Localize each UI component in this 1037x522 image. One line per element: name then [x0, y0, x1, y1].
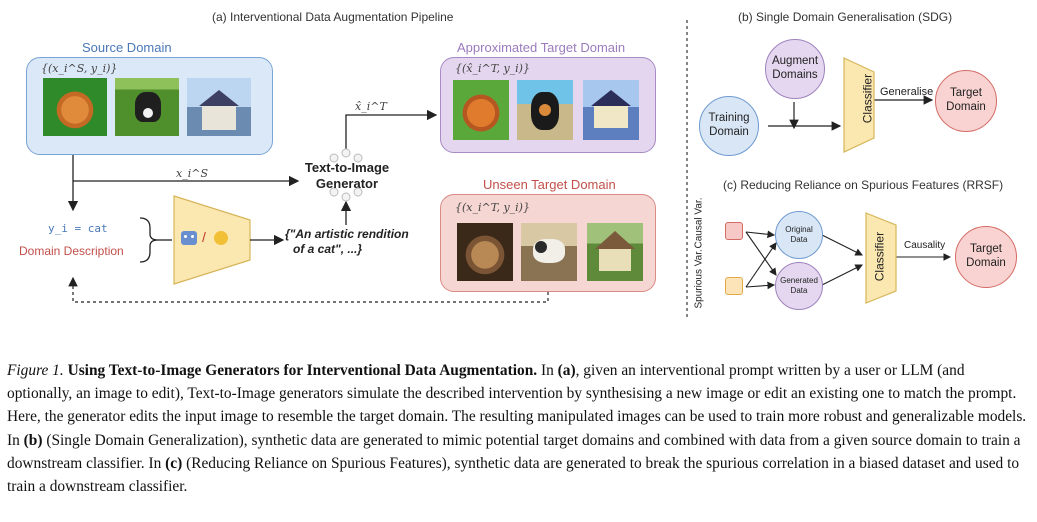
caption-c: (c): [165, 454, 183, 472]
causal-var-label: Causal Var.: [693, 197, 705, 249]
causal-line-1: Causal: [693, 217, 705, 249]
panel-a-title: (a) Interventional Data Augmentation Pip…: [212, 10, 454, 24]
caption-a: (a): [557, 362, 576, 379]
caption-text-2: , given an interventional prompt written…: [7, 362, 1027, 449]
llm-funnel: [173, 195, 251, 285]
caption-text-1: In: [537, 362, 558, 379]
caption-title: Using Text-to-Image Generators for Inter…: [67, 362, 538, 379]
unseen-domain-math: {(x_i^T, y_i)}: [455, 201, 530, 214]
panel-c-target-line-1: Target: [970, 243, 1002, 256]
approx-dog-image: [517, 80, 573, 140]
panel-b-title: (b) Single Domain Generalisation (SDG): [738, 10, 953, 24]
panel-b-classifier-label: Classifier: [860, 73, 875, 124]
training-line-2: Domain: [709, 126, 749, 138]
panel-a-connectors: [67, 20, 688, 318]
source-domain-math: {(x_i^S, y_i)}: [41, 62, 118, 75]
source-domain-title: Source Domain: [82, 40, 172, 55]
caption-fig-label: Figure 1.: [7, 362, 64, 379]
augment-line-2: Domains: [772, 69, 818, 81]
xhat-label: x̂_i^T: [355, 100, 387, 113]
panel-c-target-line-2: Domain: [966, 257, 1006, 269]
prompt-line-2: of a cat", ...}: [293, 242, 363, 256]
unseen-house-painting: [587, 223, 643, 281]
approx-domain-math: {(x̂_i^T, y_i)}: [455, 62, 530, 75]
generator-label-1: Text-to-Image: [304, 160, 390, 175]
prompt-line-1: {"An artistic rendition: [285, 227, 409, 241]
slash-separator: /: [202, 229, 206, 245]
panel-b-target-line-1: Target: [950, 87, 982, 100]
source-cat-image: [43, 78, 107, 136]
generator-label-2: Generator: [315, 176, 379, 191]
unseen-target-domain-box: {(x_i^T, y_i)}: [440, 194, 656, 292]
spurious-line-1: Spurious: [693, 269, 705, 309]
training-line-1: Training: [708, 112, 750, 125]
causal-line-2: Var.: [693, 197, 705, 215]
approx-target-domain-title: Approximated Target Domain: [457, 40, 626, 55]
unseen-dog-painting: [521, 223, 577, 281]
augment-line-1: Augment: [771, 55, 819, 68]
caption-b: (b): [23, 431, 43, 449]
generator-label: Text-to-Image Generator: [299, 160, 395, 192]
figure-caption: Figure 1. Using Text-to-Image Generators…: [7, 359, 1029, 498]
approx-house-image: [583, 80, 639, 140]
unseen-cat-painting: [457, 223, 513, 281]
causal-var-square: [725, 222, 743, 240]
unseen-target-domain-title: Unseen Target Domain: [483, 177, 616, 192]
source-domain-box: {(x_i^S, y_i)}: [26, 57, 273, 155]
approx-target-domain-box: {(x̂_i^T, y_i)}: [440, 57, 656, 153]
source-dog-image: [115, 78, 179, 136]
spurious-line-2: Var.: [693, 249, 705, 267]
label-y: y_i = cat: [48, 222, 108, 235]
original-line-2: Data: [790, 235, 808, 244]
robot-icon: [181, 231, 197, 245]
panel-b-target-line-2: Domain: [946, 101, 986, 113]
original-line-1: Original: [785, 225, 813, 235]
domain-description: Domain Description: [19, 244, 124, 258]
spurious-var-label: Spurious Var.: [693, 249, 705, 309]
source-house-image: [187, 78, 251, 136]
caption-text-3: (Single Domain Generalization), syntheti…: [7, 431, 1021, 472]
generated-line-2: Data: [790, 286, 808, 295]
causality-label: Causality: [904, 240, 946, 251]
caption-text-4: (Reducing Reliance on Spurious Features)…: [7, 454, 1020, 496]
generalise-label: Generalise: [880, 86, 934, 98]
panel-c-title: (c) Reducing Reliance on Spurious Featur…: [723, 178, 1004, 192]
panel-c-classifier-label: Classifier: [872, 231, 887, 282]
generated-line-1: Generated: [780, 276, 818, 286]
xs-label: x_i^S: [176, 167, 208, 180]
spurious-var-square: [725, 277, 743, 295]
user-face-icon: [214, 231, 228, 245]
panel-b-connectors: [768, 57, 934, 153]
approx-cat-image: [453, 80, 509, 140]
panel-c-connectors: [745, 212, 952, 304]
prompt-text: {"An artistic rendition of a cat", ...}: [285, 227, 409, 257]
